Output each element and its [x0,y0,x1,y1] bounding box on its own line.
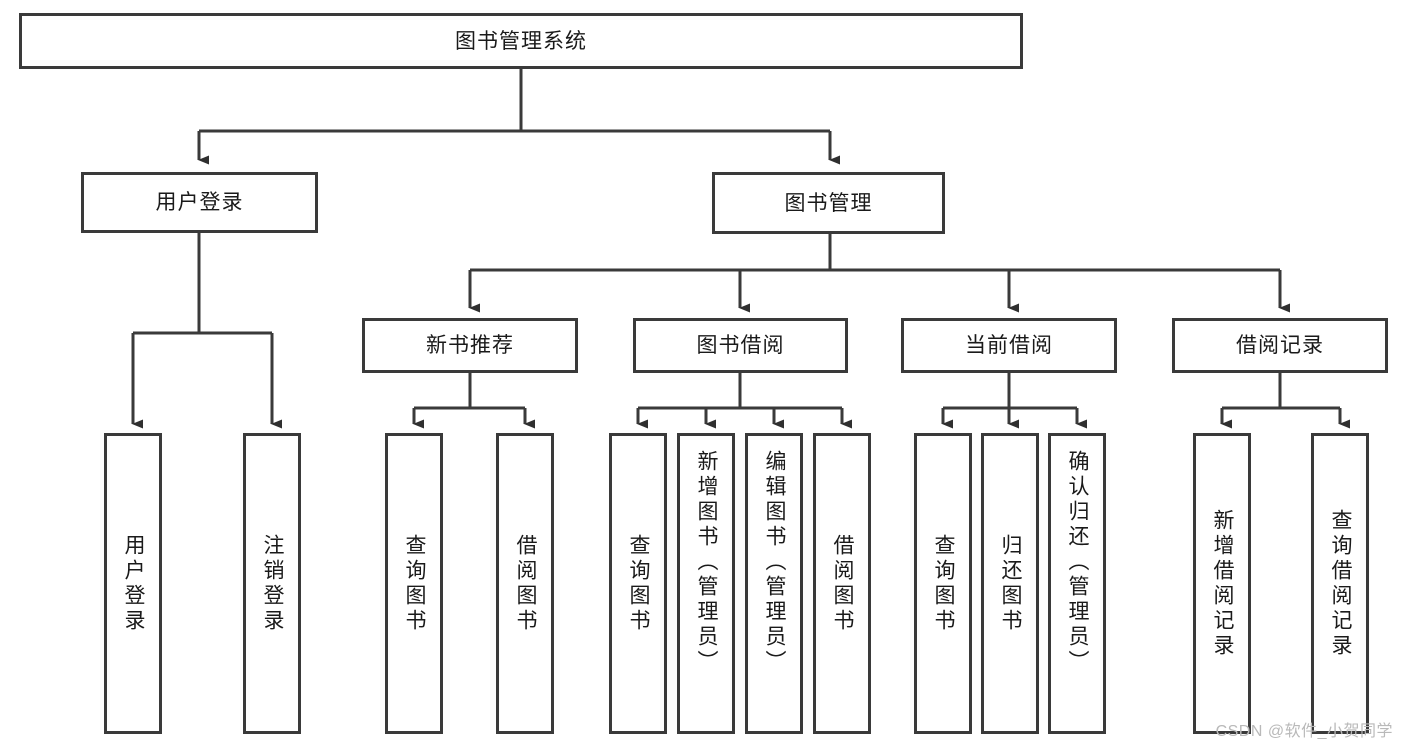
node-label: 图书管理 [784,191,873,215]
node-label: 查询图书 [403,533,427,634]
node-label: 查询借阅记录 [1329,508,1353,659]
csdn-watermark: CSDN @软件_小贺同学 [1215,723,1393,740]
node-label: 借阅图书 [831,533,855,634]
node-label: 图书借阅 [696,334,785,357]
node-label: 注销登录 [261,533,285,634]
node-label: 用户登录 [155,191,244,214]
node-book-borrow[interactable]: 图书借阅 [633,318,848,373]
node-label: 图书管理系统 [455,29,587,53]
node-label: 当前借阅 [965,334,1053,357]
leaf-add-borrow-record[interactable]: 新增借阅记录 [1193,433,1251,734]
node-new-book-recommend[interactable]: 新书推荐 [362,318,578,373]
leaf-borrow-book-borrow[interactable]: 借阅图书 [813,433,871,734]
node-user-login[interactable]: 用户登录 [81,172,318,233]
node-label: 借阅图书 [514,533,538,634]
node-root-system[interactable]: 图书管理系统 [19,13,1023,69]
node-label: 借阅记录 [1236,334,1324,357]
node-book-manage[interactable]: 图书管理 [712,172,945,234]
leaf-query-borrow-record[interactable]: 查询借阅记录 [1311,433,1369,734]
node-borrow-record[interactable]: 借阅记录 [1172,318,1388,373]
leaf-logout-login[interactable]: 注销登录 [243,433,301,734]
leaf-confirm-return-admin[interactable]: 确认归还（管理员） [1048,433,1106,734]
leaf-return-book[interactable]: 归还图书 [981,433,1039,734]
leaf-edit-book-admin[interactable]: 编辑图书（管理员） [745,433,803,734]
leaf-query-book-current[interactable]: 查询图书 [914,433,972,734]
leaf-query-book-borrow[interactable]: 查询图书 [609,433,667,734]
leaf-user-login[interactable]: 用户登录 [104,433,162,734]
leaf-query-book-recommend[interactable]: 查询图书 [385,433,443,734]
node-label: 归还图书 [999,533,1023,634]
leaf-borrow-book-recommend[interactable]: 借阅图书 [496,433,554,734]
node-label: 新增图书（管理员） [695,450,719,675]
node-current-borrow[interactable]: 当前借阅 [901,318,1117,373]
node-label: 用户登录 [122,533,146,634]
node-label: 查询图书 [932,533,956,634]
node-label: 新书推荐 [426,334,514,357]
node-label: 编辑图书（管理员） [763,450,787,675]
leaf-add-book-admin[interactable]: 新增图书（管理员） [677,433,735,734]
node-label: 查询图书 [627,533,651,634]
node-label: 确认归还（管理员） [1066,450,1090,675]
node-label: 新增借阅记录 [1211,508,1235,659]
